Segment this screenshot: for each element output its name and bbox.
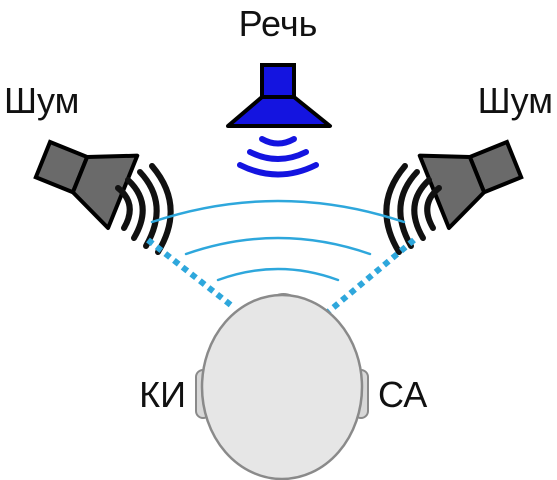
noise-dotted-lines [146, 237, 416, 315]
propagation-arcs [150, 199, 406, 282]
right-ear-label: СА [378, 374, 427, 415]
speech-speaker-icon [226, 63, 332, 128]
noise-right-label: Шум [478, 80, 553, 121]
noise-speaker-right-icon [417, 139, 524, 231]
noise-speaker-left-icon [33, 139, 140, 231]
noise-wave-left-icon [115, 163, 174, 255]
left-ear-label: КИ [139, 374, 186, 415]
noise-wave-right-icon [383, 163, 442, 255]
speech-wave-icon [237, 136, 319, 178]
head-icon [195, 293, 369, 480]
speech-label: Речь [239, 3, 318, 44]
noise-left-label: Шум [4, 80, 79, 121]
